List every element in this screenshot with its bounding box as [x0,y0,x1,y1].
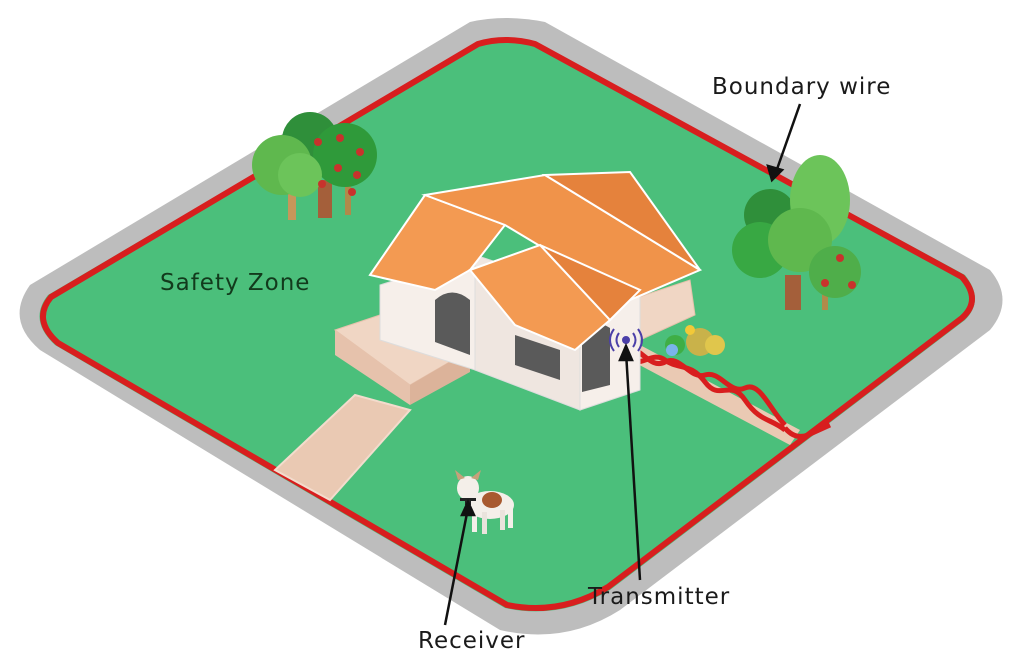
label-boundary-wire: Boundary wire [712,74,891,100]
label-receiver: Receiver [418,628,526,654]
roof-left-wing [368,193,507,292]
trees-left [252,112,377,220]
front-walkway [273,393,412,502]
house [333,170,703,411]
trees-right [732,155,861,310]
twisted-wire [626,346,832,439]
roof-front-gable [468,243,612,352]
flowers [665,325,725,356]
transmitter-icon [609,328,643,352]
label-safety-zone: Safety Zone [160,270,310,296]
label-transmitter: Transmitter [587,584,730,610]
pointer-lines [443,103,802,626]
roof-right-peak [541,170,701,271]
wire-path-strip [630,345,800,445]
roof-main [421,173,703,302]
boundary-wire [40,37,975,612]
